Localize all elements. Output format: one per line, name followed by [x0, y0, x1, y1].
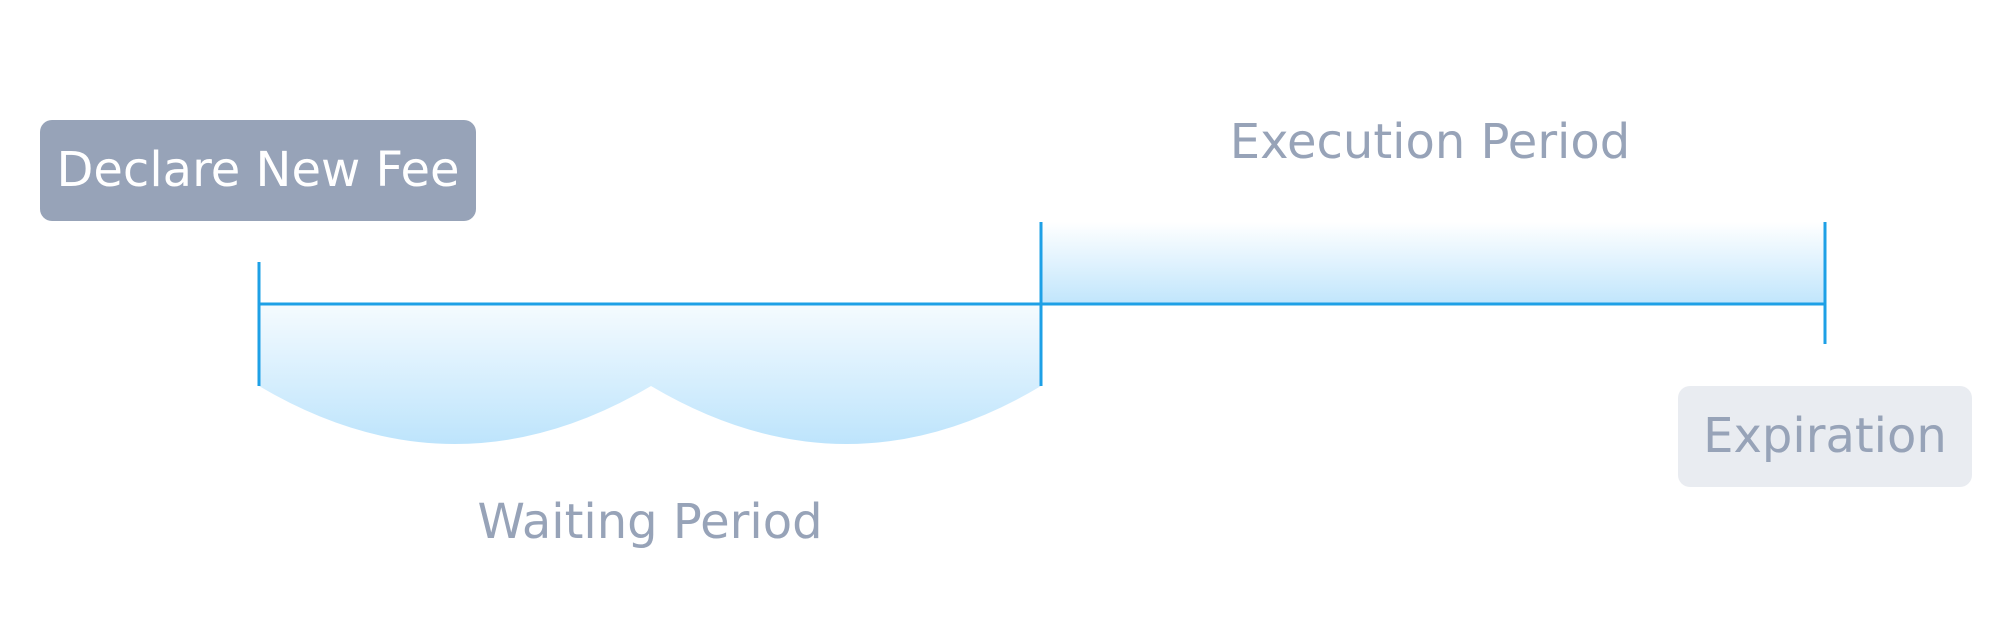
- waiting-period-brace: [259, 304, 1041, 444]
- waiting-period-label: Waiting Period: [477, 494, 823, 550]
- expiration-box: Expiration: [1678, 386, 1972, 487]
- expiration-label: Expiration: [1703, 407, 1947, 464]
- execution-period-label: Execution Period: [1229, 114, 1631, 170]
- declare-new-fee-label: Declare New Fee: [56, 141, 460, 198]
- declare-new-fee-box: Declare New Fee: [40, 120, 476, 221]
- execution-period-fill: [1041, 222, 1825, 304]
